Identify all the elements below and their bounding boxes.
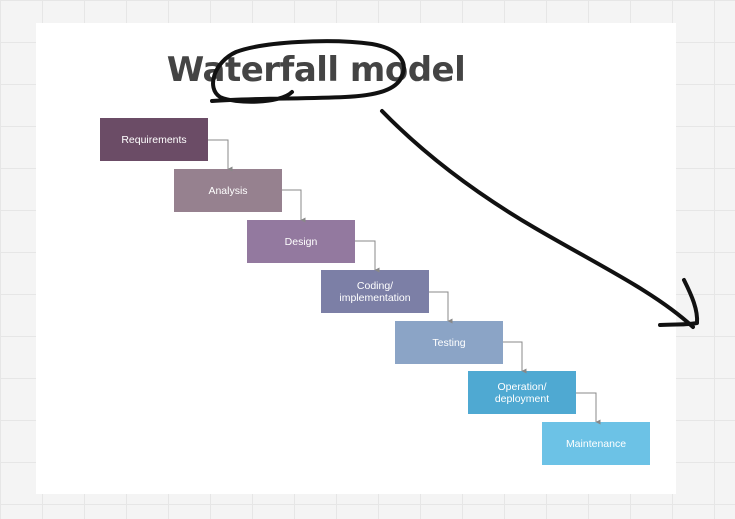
step-analysis[interactable]: Analysis — [174, 169, 282, 212]
diagram-title: Waterfall model — [166, 50, 466, 90]
step-label: Operation/ deployment — [494, 380, 550, 405]
step-design[interactable]: Design — [247, 220, 355, 263]
step-label: Maintenance — [565, 437, 627, 450]
step-label: Design — [284, 235, 318, 248]
title-circle-annotation[interactable] — [210, 39, 406, 104]
step-testing[interactable]: Testing — [395, 321, 503, 364]
step-operation-deployment[interactable]: Operation/ deployment — [468, 371, 576, 414]
arrow-annotation[interactable] — [380, 109, 695, 329]
arrow-head-annotation[interactable] — [658, 278, 700, 327]
step-maintenance[interactable]: Maintenance — [542, 422, 650, 465]
step-label: Requirements — [121, 133, 187, 146]
step-label: Coding/ implementation — [339, 279, 411, 304]
step-label: Testing — [432, 336, 466, 349]
step-label: Analysis — [208, 184, 248, 197]
step-coding-implementation[interactable]: Coding/ implementation — [321, 270, 429, 313]
step-requirements[interactable]: Requirements — [100, 118, 208, 161]
